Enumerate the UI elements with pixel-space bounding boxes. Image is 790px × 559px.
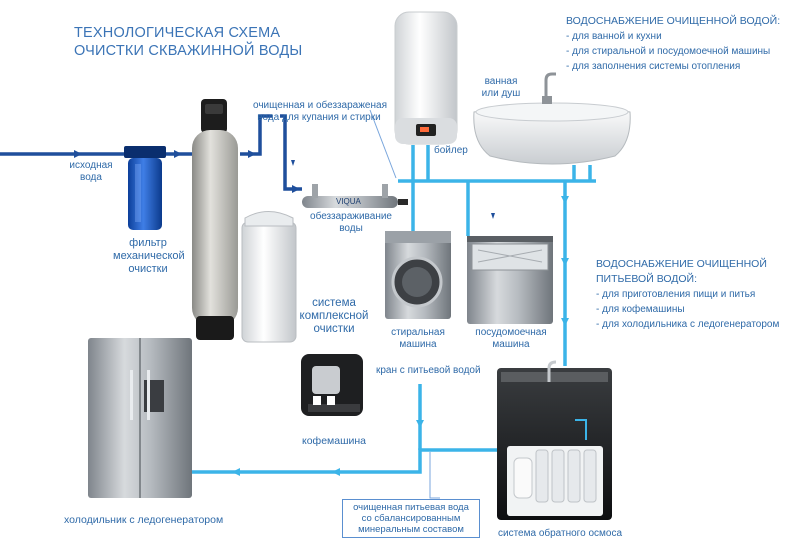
disinfected-water-label: очищенная и обеззараженая вода для купан… xyxy=(253,100,387,124)
drinking-supply-header-2: ПИТЬЕВОЙ ВОДОЙ: xyxy=(596,273,698,285)
coffee-machine xyxy=(301,354,363,416)
dishwasher-line-1: посудомоечная xyxy=(475,327,547,338)
washing-machine xyxy=(385,231,451,319)
purified-supply-header: ВОДОСНАБЖЕНИЕ ОЧИЩЕННОЙ ВОДОЙ: xyxy=(566,15,781,27)
fridge-label: холодильник с ледогенератором xyxy=(64,514,224,526)
flow-arrows-small xyxy=(291,160,495,219)
brine-tank xyxy=(241,211,297,343)
source-water-line-1: исходная xyxy=(69,160,113,171)
source-water-line-2: вода xyxy=(80,172,102,183)
coffee-machine-label: кофемашина xyxy=(302,435,367,447)
bath-line-2: или душ xyxy=(481,88,521,99)
raw-water-arrows xyxy=(74,150,300,193)
washer-line-2: машина xyxy=(399,339,437,350)
mineral-line-1: очищенная питьевая вода xyxy=(353,502,469,513)
complex-line-2: комплексной xyxy=(299,310,369,322)
source-water-label: исходная вода xyxy=(68,160,114,184)
fridge xyxy=(88,338,192,498)
purified-supply-item-1: - для ванной и кухни xyxy=(566,31,662,42)
disinfected-line-1: очищенная и обеззараженая xyxy=(253,100,387,111)
complex-line-3: очистки xyxy=(313,323,355,335)
boiler-label: бойлер xyxy=(434,145,468,156)
purified-water-supply-list: ВОДОСНАБЖЕНИЕ ОЧИЩЕННОЙ ВОДОЙ: - для ван… xyxy=(566,14,780,74)
ro-system-label: система обратного осмоса xyxy=(498,528,623,539)
washing-machine-label: стиральная машина xyxy=(382,327,454,351)
uv-line-1: обеззараживание xyxy=(310,211,392,222)
diagram-title: ТЕХНОЛОГИЧЕСКАЯ СХЕМА ОЧИСТКИ СКВАЖИННОЙ… xyxy=(74,24,302,60)
drinking-supply-item-1: - для приготовления пищи и питья xyxy=(596,289,756,300)
leader-lines xyxy=(369,109,440,499)
ro-cabinet xyxy=(497,360,612,520)
uv-disinfection-label: обеззараживание воды xyxy=(306,211,396,235)
title-line-2: ОЧИСТКИ СКВАЖИННОЙ ВОДЫ xyxy=(74,43,303,59)
uv-brand-label: VIQUA xyxy=(336,197,361,206)
boiler xyxy=(394,11,458,145)
mineral-line-2: со сбалансированным xyxy=(361,513,461,524)
disinfected-line-2: вода для купания и стирки xyxy=(257,112,381,123)
drinking-water-supply-list: ВОДОСНАБЖЕНИЕ ОЧИЩЕННОЙ ПИТЬЕВОЙ ВОДОЙ: … xyxy=(596,257,779,332)
complex-purification-tank xyxy=(192,99,238,340)
drinking-supply-header-1: ВОДОСНАБЖЕНИЕ ОЧИЩЕННОЙ xyxy=(596,258,767,270)
dishwasher-line-2: машина xyxy=(492,339,530,350)
mineral-line-3: минеральным составом xyxy=(358,524,464,535)
title-line-1: ТЕХНОЛОГИЧЕСКАЯ СХЕМА xyxy=(74,25,281,41)
filter-line-1: фильтр xyxy=(129,237,167,249)
bath-label: ванная или душ xyxy=(478,76,524,100)
drinking-tap-label: кран с питьевой водой xyxy=(376,365,481,376)
filter-line-3: очистки xyxy=(128,263,168,275)
clean-water-pipes xyxy=(192,145,596,474)
uv-sterilizer xyxy=(302,184,408,208)
purified-supply-item-3: - для заполнения системы отопления xyxy=(566,61,741,72)
filter-label: фильтр механической очистки xyxy=(113,237,185,276)
mineral-water-callout: очищенная питьевая вода со сбалансирован… xyxy=(342,499,480,538)
drinking-supply-item-3: - для холодильника с ледогенератором xyxy=(596,319,780,330)
complex-line-1: система xyxy=(312,297,356,309)
mechanical-filter xyxy=(124,146,166,230)
uv-line-2: воды xyxy=(339,223,363,234)
drinking-supply-item-2: - для кофемашины xyxy=(596,304,685,315)
washer-line-1: стиральная xyxy=(391,327,445,338)
bath-sink xyxy=(473,72,631,165)
filter-line-2: механической xyxy=(113,250,185,262)
bath-line-1: ванная xyxy=(484,76,518,87)
dishwasher-label: посудомоечная машина xyxy=(470,327,552,351)
dishwasher xyxy=(467,236,553,324)
purified-supply-item-2: - для стиральной и посудомоечной машины xyxy=(566,46,771,57)
complex-purification-label: система комплексной очистки xyxy=(299,297,369,336)
